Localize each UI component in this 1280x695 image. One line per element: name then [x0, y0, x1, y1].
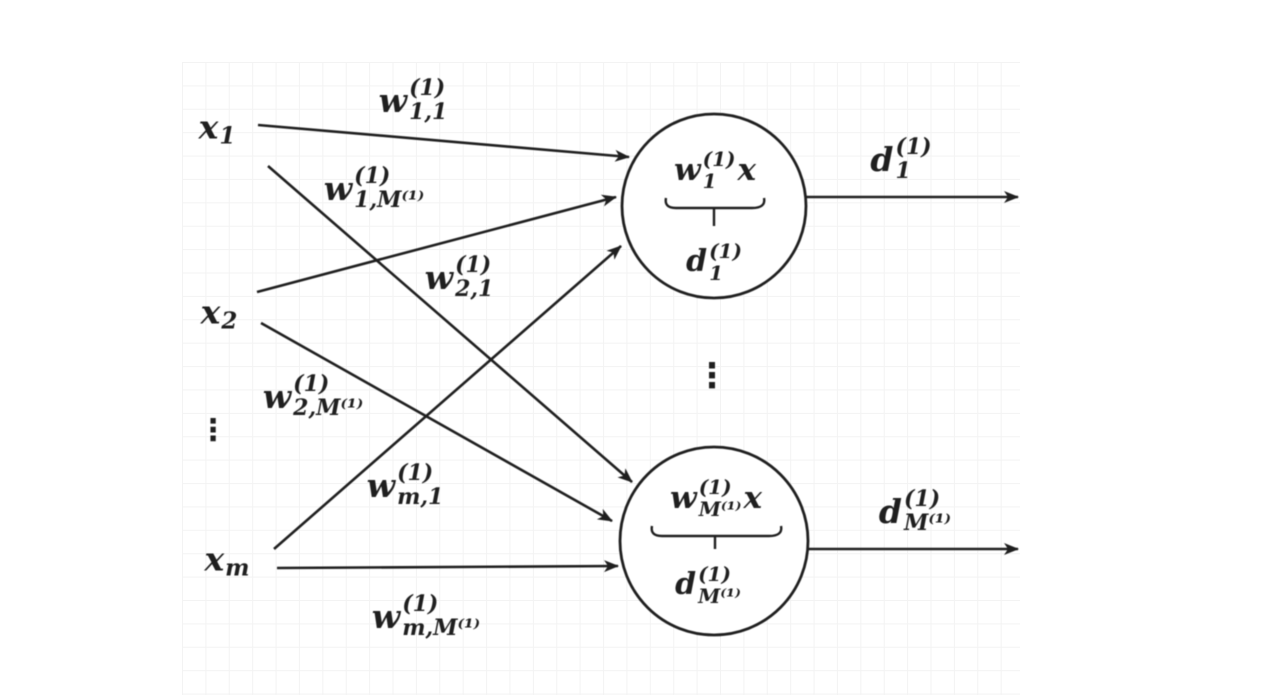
neuronM-inner-label: d (1) M⁽¹⁾	[675, 564, 741, 606]
math-subscript: 1,M⁽¹⁾	[354, 187, 425, 213]
neuron-circle-1	[620, 112, 808, 300]
math-scripts: (1) 2,M⁽¹⁾	[293, 373, 363, 419]
math-base: w	[371, 596, 401, 636]
math-base: w	[262, 376, 292, 416]
math-scripts: (1) 1	[703, 149, 736, 191]
output-label-d1: d (1) 1	[870, 136, 931, 182]
math-subscript: 1	[219, 122, 236, 150]
math-scripts: (1) 1,1	[409, 77, 447, 123]
math-base: d	[686, 244, 708, 279]
arrow-x1-to-neuron1	[257, 123, 630, 162]
math-subscript: 1	[709, 261, 723, 285]
vector-x: x	[737, 151, 757, 188]
weight-label-w11: w (1) 1,1	[379, 77, 448, 123]
math-scripts: (1) m,M⁽¹⁾	[402, 593, 480, 639]
math-scripts: (1) 2,1	[455, 254, 493, 300]
math-base: x	[198, 107, 219, 147]
math-subscript: m,1	[397, 484, 444, 510]
arrow-x1-to-neuronM	[267, 165, 633, 483]
math-scripts: (1) m,1	[397, 462, 443, 508]
math-scripts: (1) M⁽¹⁾	[699, 477, 742, 519]
math-superscript: (1)	[903, 486, 941, 512]
math-subscript: 1	[895, 158, 911, 184]
math-scripts: (1) M⁽¹⁾	[698, 564, 741, 606]
math-superscript: (1)	[895, 134, 932, 160]
math-scripts: (1) 1	[895, 136, 931, 182]
math-subscript: 2,1	[455, 276, 494, 302]
math-base: w	[323, 168, 353, 208]
math-base: d	[675, 567, 697, 602]
weight-label-w2M: w (1) 2,M⁽¹⁾	[263, 373, 363, 419]
math-base: d	[878, 491, 902, 531]
math-subscript: 1,1	[409, 99, 448, 125]
math-subscript: m	[225, 554, 250, 582]
math-scripts: (1) M⁽¹⁾	[904, 488, 951, 534]
math-subscript: 1	[702, 169, 717, 193]
neuronM-expression: w (1) M⁽¹⁾ x	[670, 477, 762, 519]
math-subscript: M⁽¹⁾	[698, 497, 742, 521]
math-scripts: (1) 1	[709, 241, 742, 283]
math-base: x	[200, 292, 221, 332]
math-superscript: (1)	[402, 591, 439, 617]
output-label-dM: d (1) M⁽¹⁾	[879, 488, 951, 534]
math-subscript: m,M⁽¹⁾	[402, 615, 481, 641]
weight-label-wmM: w (1) m,M⁽¹⁾	[372, 593, 480, 639]
arrow-x2-to-neuron1	[256, 194, 617, 294]
arrow-x2-to-neuronM	[260, 321, 613, 523]
vector-x: x	[743, 479, 762, 516]
math-base: d	[870, 139, 894, 179]
math-base: w	[424, 257, 454, 297]
math-superscript: (1)	[698, 562, 731, 586]
math-base: w	[673, 151, 701, 188]
grid-background-panel	[182, 62, 1020, 695]
ellipsis-inputs: ⋮	[198, 413, 228, 448]
weight-label-w21: w (1) 2,1	[425, 254, 494, 300]
neuron1-expression: w (1) 1 x	[674, 149, 756, 191]
math-subscript: M⁽¹⁾	[903, 510, 952, 536]
arrow-xm-to-neuron1	[273, 245, 622, 550]
math-subscript: 2,M⁽¹⁾	[293, 395, 364, 421]
math-superscript: (1)	[409, 75, 446, 101]
arrow-xm-to-neuronM	[276, 560, 619, 573]
neuron1-inner-label: d (1) 1	[686, 241, 742, 283]
math-subscript: 2	[221, 307, 238, 335]
math-base: x	[204, 539, 225, 579]
math-superscript: (1)	[698, 475, 732, 499]
math-superscript: (1)	[709, 239, 742, 263]
ellipsis-neurons: ⋮	[695, 356, 729, 396]
math-base: w	[670, 479, 697, 516]
math-superscript: (1)	[397, 460, 434, 486]
weight-label-wm1: w (1) m,1	[367, 462, 444, 508]
math-superscript: (1)	[455, 252, 492, 278]
math-scripts: (1) 1,M⁽¹⁾	[354, 165, 424, 211]
weight-label-w1M: w (1) 1,M⁽¹⁾	[324, 165, 424, 211]
math-superscript: (1)	[354, 163, 391, 189]
math-superscript: (1)	[702, 147, 736, 171]
math-superscript: (1)	[293, 371, 330, 397]
math-base: w	[366, 465, 396, 505]
math-subscript: M⁽¹⁾	[698, 584, 741, 608]
math-base: w	[378, 80, 408, 120]
